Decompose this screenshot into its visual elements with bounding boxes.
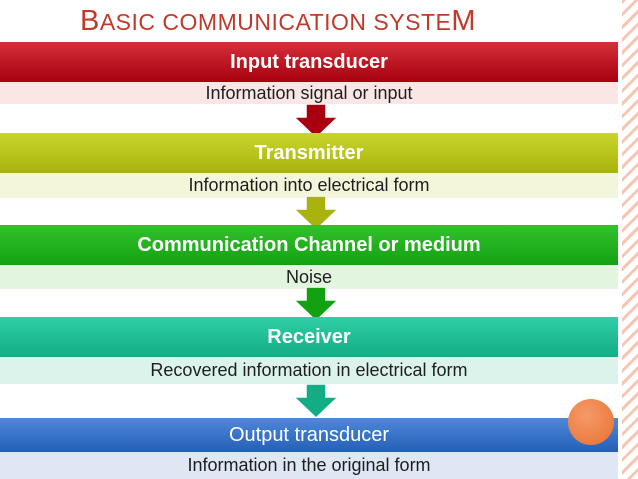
stage-header-transmitter: Transmitter <box>0 133 618 173</box>
stage-description-receiver: Recovered information in electrical form <box>0 357 618 384</box>
title-middle: ASIC COMMUNICATION SYSTE <box>99 9 452 35</box>
flow-arrow-1 <box>292 104 340 138</box>
stage-header-label: Transmitter <box>254 141 364 164</box>
stage-description-label: Information signal or input <box>205 82 413 103</box>
stage-description-label: Noise <box>285 266 333 287</box>
stage-description-transmitter: Information into electrical form <box>0 173 618 198</box>
page-title: BASIC COMMUNICATION SYSTEM <box>80 2 476 40</box>
stage-header-output-transducer: Output transducer <box>0 418 618 452</box>
stage-header-label: Communication Channel or medium <box>137 233 481 256</box>
stage-description-input-transducer: Information signal or input <box>0 82 618 104</box>
stage-description-output-transducer: Information in the original form <box>0 452 618 479</box>
flow-arrow-3 <box>292 287 340 321</box>
flow-arrow-2 <box>292 196 340 230</box>
stage-header-input-transducer: Input transducer <box>0 42 618 82</box>
stage-header-receiver: Receiver <box>0 317 618 357</box>
stage-header-communication-channel: Communication Channel or medium <box>0 225 618 265</box>
stage-description-label: Information into electrical form <box>188 175 430 195</box>
stage-description-label: Recovered information in electrical form <box>150 360 468 380</box>
decorative-stripe <box>622 0 638 479</box>
stage-description-communication-channel: Noise <box>0 265 618 289</box>
stage-header-label: Input transducer <box>230 50 388 73</box>
stage-header-label: Receiver <box>267 325 351 348</box>
title-last-letter: M <box>451 5 477 37</box>
stage-header-label: Output transducer <box>228 423 390 446</box>
stage-description-label: Information in the original form <box>187 455 431 475</box>
decorative-orange-circle <box>568 399 614 445</box>
title-first-letter: B <box>80 5 100 37</box>
flow-arrow-4 <box>292 384 340 418</box>
